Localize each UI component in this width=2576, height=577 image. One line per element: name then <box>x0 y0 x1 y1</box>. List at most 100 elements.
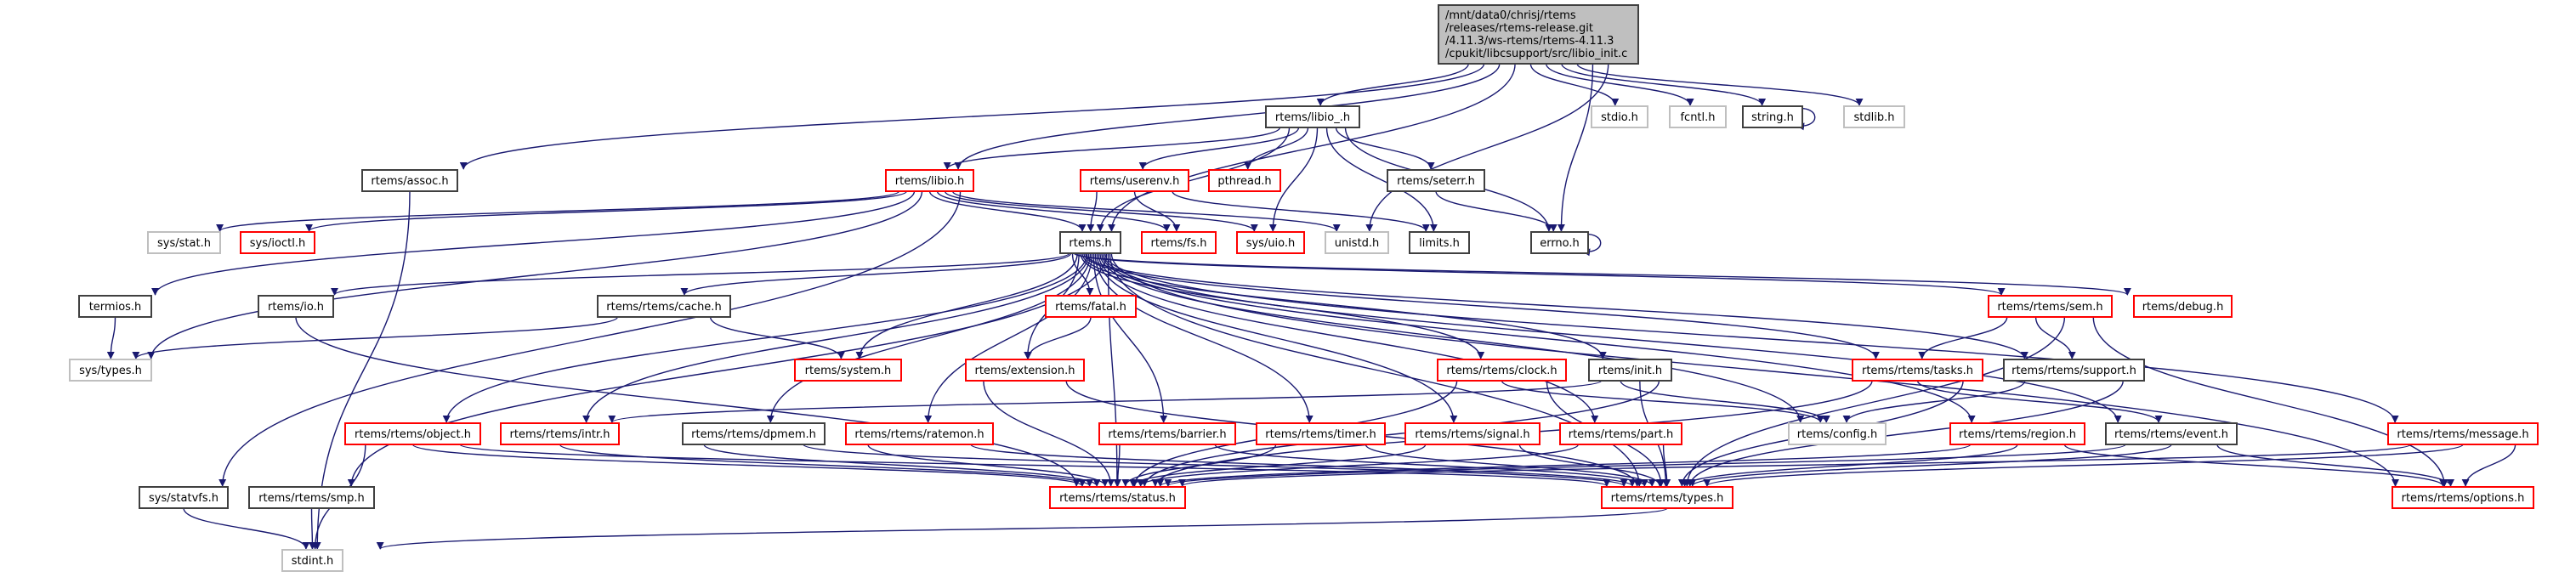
node-termios[interactable]: termios.h <box>78 295 152 318</box>
node-dpmem[interactable]: rtems/rtems/dpmem.h <box>682 422 826 445</box>
edge-root-to-libio_ <box>1316 63 1469 106</box>
node-fcntl[interactable]: fcntl.h <box>1669 105 1727 128</box>
node-event[interactable]: rtems/rtems/event.h <box>2105 422 2238 445</box>
node-label: rtems/rtems/signal.h <box>1415 428 1529 441</box>
node-ioctl[interactable]: sys/ioctl.h <box>240 231 315 254</box>
edge-sem-to-tasks <box>1918 316 2008 359</box>
node-box <box>1098 422 1236 445</box>
node-systypes[interactable]: sys/types.h <box>69 359 152 382</box>
node-label: rtems/extension.h <box>974 365 1075 377</box>
edge-rtems-to-event <box>1103 252 2122 423</box>
edge-rtems-to-region <box>1101 252 1976 423</box>
node-cache[interactable]: rtems/rtems/cache.h <box>597 295 731 318</box>
node-label: rtems/io.h <box>268 301 324 314</box>
node-box <box>1265 105 1360 128</box>
node-label: rtems/rtems/sem.h <box>1997 301 2102 314</box>
node-box <box>361 169 458 192</box>
node-userenv[interactable]: rtems/userenv.h <box>1080 169 1189 192</box>
edge-rtems-to-system <box>855 252 1078 359</box>
node-system[interactable]: rtems/system.h <box>794 359 902 382</box>
edge-rtems-to-barrier <box>1092 252 1168 423</box>
edge-root-to-string <box>1561 63 1767 106</box>
edge-rtems-to-config <box>1099 252 1805 423</box>
node-sem[interactable]: rtems/rtems/sem.h <box>1988 295 2113 318</box>
node-tasks[interactable]: rtems/rtems/tasks.h <box>1852 359 1983 382</box>
node-errno[interactable]: errno.h <box>1530 231 1589 254</box>
edge-rtems-to-part <box>1098 252 1599 423</box>
edge-libio-to-sysstat <box>216 190 900 232</box>
node-io[interactable]: rtems/io.h <box>258 295 334 318</box>
node-signal[interactable]: rtems/rtems/signal.h <box>1404 422 1540 445</box>
edge-rtems-to-cache <box>680 252 1072 296</box>
node-sysstat[interactable]: sys/stat.h <box>147 231 221 254</box>
edge-init-to-intr <box>608 380 1603 423</box>
node-box <box>1208 169 1281 192</box>
node-statvfs[interactable]: sys/statvfs.h <box>139 486 229 509</box>
node-label: rtems/config.h <box>1797 428 1877 441</box>
edge-userenv-to-rtems <box>1087 190 1098 232</box>
node-box <box>1141 231 1217 254</box>
node-config[interactable]: rtems/config.h <box>1788 422 1887 445</box>
node-timer[interactable]: rtems/rtems/timer.h <box>1256 422 1386 445</box>
node-stdint[interactable]: stdint.h <box>281 549 343 572</box>
node-uio[interactable]: sys/uio.h <box>1236 231 1305 254</box>
node-box <box>2392 486 2534 509</box>
node-label: rtems/rtems/object.h <box>355 428 471 441</box>
node-box <box>69 359 152 382</box>
node-unistd[interactable]: unistd.h <box>1325 231 1389 254</box>
node-label: rtems/rtems/options.h <box>2402 492 2525 505</box>
node-message[interactable]: rtems/rtems/message.h <box>2387 422 2539 445</box>
nodes-layer: /mnt/data0/chrisj/rtems /releases/rtems-… <box>69 4 2539 572</box>
node-part[interactable]: rtems/rtems/part.h <box>1559 422 1682 445</box>
node-box <box>500 422 620 445</box>
node-types[interactable]: rtems/rtems/types.h <box>1601 486 1733 509</box>
node-fatal[interactable]: rtems/fatal.h <box>1045 295 1137 318</box>
edge-rtems-to-tasks <box>1083 252 1880 359</box>
edge-libio_-to-seterr <box>1335 127 1435 170</box>
node-label: rtems/rtems/barrier.h <box>1108 428 1226 441</box>
edge-root-to-stdio <box>1529 63 1620 106</box>
node-label: sys/ioctl.h <box>250 237 305 250</box>
node-label: rtems/rtems/message.h <box>2397 428 2528 441</box>
node-limits[interactable]: limits.h <box>1409 231 1470 254</box>
node-box <box>2105 422 2238 445</box>
node-stdlib[interactable]: stdlib.h <box>1843 105 1905 128</box>
node-stdio[interactable]: stdio.h <box>1591 105 1648 128</box>
node-region[interactable]: rtems/rtems/region.h <box>1949 422 2085 445</box>
node-support[interactable]: rtems/rtems/support.h <box>2003 359 2145 382</box>
node-clock[interactable]: rtems/rtems/clock.h <box>1437 359 1567 382</box>
edge-dpmem-to-status <box>703 444 1101 487</box>
node-box <box>1843 105 1905 128</box>
node-intr[interactable]: rtems/rtems/intr.h <box>500 422 620 445</box>
node-libio_[interactable]: rtems/libio_.h <box>1265 105 1360 128</box>
node-rtems[interactable]: rtems.h <box>1059 231 1121 254</box>
node-barrier[interactable]: rtems/rtems/barrier.h <box>1098 422 1236 445</box>
node-fs[interactable]: rtems/fs.h <box>1141 231 1217 254</box>
node-status[interactable]: rtems/rtems/status.h <box>1049 486 1186 509</box>
edge-intr-to-status <box>559 444 1093 487</box>
edge-root-to-libio <box>954 63 1501 170</box>
node-box <box>2003 359 2145 382</box>
edge-libio_-to-pthread <box>1244 127 1309 170</box>
node-assoc[interactable]: rtems/assoc.h <box>361 169 458 192</box>
node-seterr[interactable]: rtems/seterr.h <box>1387 169 1485 192</box>
node-extension[interactable]: rtems/extension.h <box>965 359 1085 382</box>
edge-cache-to-systypes <box>132 316 619 359</box>
node-init[interactable]: rtems/init.h <box>1588 359 1672 382</box>
node-smp[interactable]: rtems/rtems/smp.h <box>248 486 375 509</box>
node-options[interactable]: rtems/rtems/options.h <box>2392 486 2534 509</box>
node-string[interactable]: string.h <box>1742 105 1803 128</box>
node-box <box>885 169 974 192</box>
node-debug[interactable]: rtems/debug.h <box>2133 295 2233 318</box>
node-pthread[interactable]: pthread.h <box>1208 169 1281 192</box>
node-label: rtems/rtems/cache.h <box>606 301 721 314</box>
node-ratemon[interactable]: rtems/rtems/ratemon.h <box>845 422 994 445</box>
edge-types-to-stdint <box>377 507 1668 550</box>
node-libio[interactable]: rtems/libio.h <box>885 169 974 192</box>
node-object[interactable]: rtems/rtems/object.h <box>344 422 481 445</box>
node-label: sys/types.h <box>79 365 142 377</box>
node-root-file[interactable]: /mnt/data0/chrisj/rtems /releases/rtems-… <box>1438 4 1639 65</box>
node-label: sys/stat.h <box>157 237 211 250</box>
node-box <box>794 359 902 382</box>
edge-ratemon-to-status <box>867 444 1109 487</box>
